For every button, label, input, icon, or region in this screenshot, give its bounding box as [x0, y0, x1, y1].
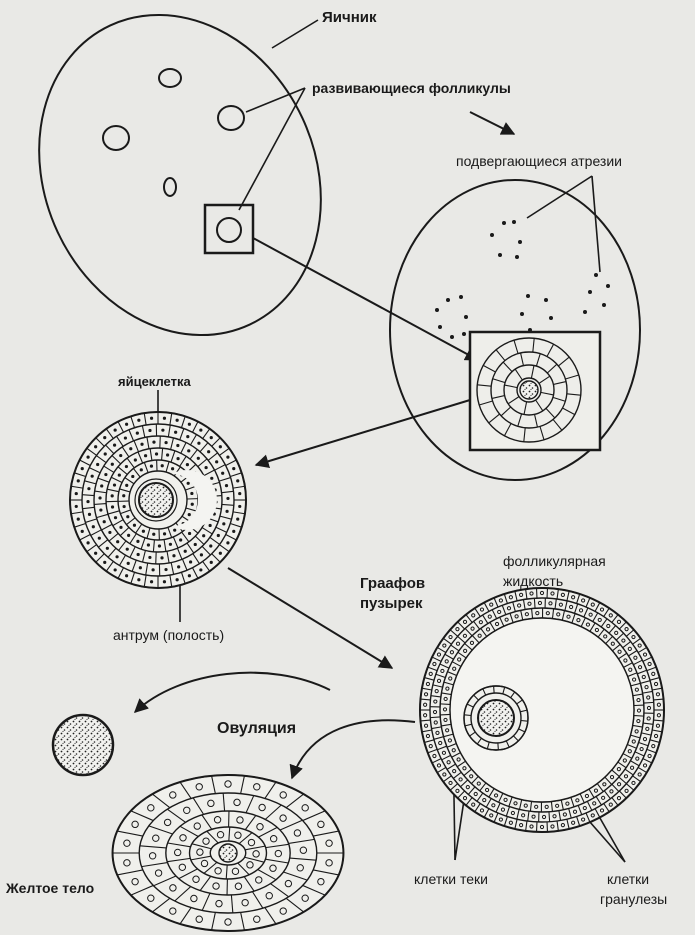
selected-follicle-box: [205, 205, 253, 253]
label-ovulation: Овуляция: [217, 720, 296, 737]
follicle-small-3: [103, 126, 129, 150]
arrow-to-antral: [256, 400, 470, 465]
atretic-ovary: [390, 180, 640, 480]
corpus-luteum: [113, 775, 344, 931]
atretic-follicle-dots-1: [490, 220, 522, 259]
label-follicular-fluid-1: фолликулярная: [503, 553, 606, 569]
label-graafian-1: Граафов: [360, 575, 425, 592]
label-follicular-fluid-2: жидкость: [503, 573, 563, 589]
label-oocyte: яйцеклетка: [118, 374, 191, 389]
label-granulosa-2: гранулезы: [600, 891, 667, 907]
atretic-follicle-dots-4: [520, 294, 553, 336]
graafian-follicle: [420, 588, 664, 832]
atretic-follicle-dots-2: [583, 273, 610, 314]
arrow-to-atresia: [470, 112, 514, 134]
label-granulosa-1: клетки: [607, 871, 649, 887]
label-developing-follicles: развивающиеся фолликулы: [312, 80, 511, 96]
developing-pointer-1: [246, 88, 305, 112]
label-ovary: Яичник: [322, 9, 377, 26]
label-corpus-luteum: Желтое тело: [5, 880, 94, 896]
follicle-small-1: [159, 69, 181, 87]
ovary-pointer: [272, 20, 318, 48]
atresia-pointer-2: [592, 176, 600, 272]
follicle-small-2: [218, 106, 244, 130]
follicle-small-4: [164, 178, 176, 196]
ovary: [0, 0, 372, 382]
theca-pointer-2: [455, 800, 464, 860]
ovulated-oocyte: [53, 715, 113, 775]
arrow-zoom-follicle: [253, 238, 478, 360]
arrow-ovulation-egg: [135, 673, 330, 712]
antral-follicle: [70, 412, 246, 588]
atretic-follicle-dots-3: [435, 295, 468, 339]
label-graafian-2: пузырек: [360, 595, 423, 612]
label-atresia: подвергающиеся атрезии: [456, 153, 622, 169]
developing-pointer-2: [239, 88, 305, 210]
bleed-through-texture: [320, 20, 680, 360]
arrow-to-corpus-luteum: [292, 720, 415, 778]
label-theca-cells: клетки теки: [414, 871, 488, 887]
label-antrum: антрум (полость): [113, 627, 224, 643]
